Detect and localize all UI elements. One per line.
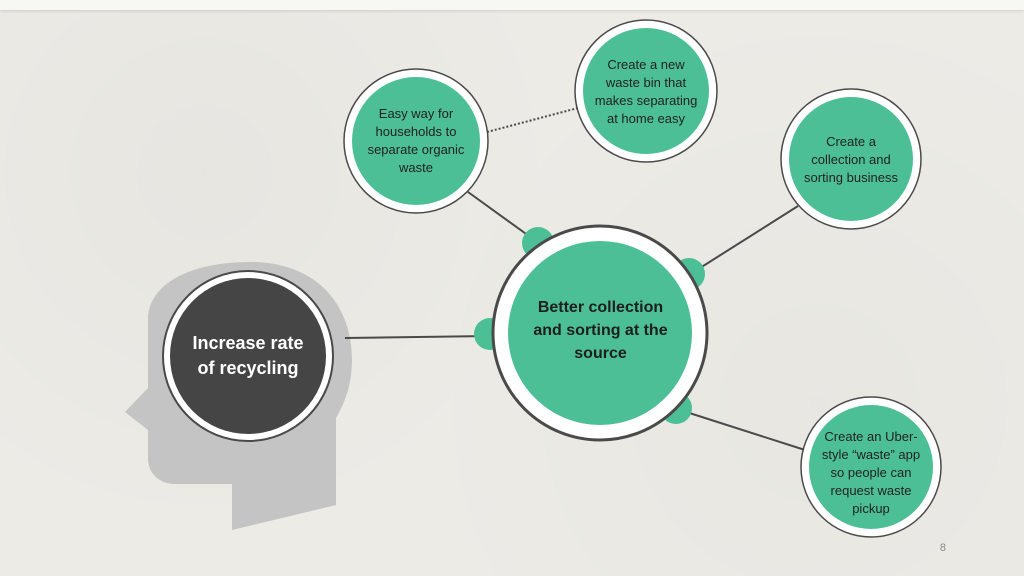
head-label: Increase rate of recycling (192, 333, 304, 378)
connector-head-center (344, 335, 491, 339)
node-newbin-circle (583, 28, 709, 154)
connector-center-uber (679, 409, 806, 451)
node-organic-label: Easy way for households to separate orga… (367, 106, 465, 175)
slide-top-edge (0, 0, 1024, 10)
node-organic-circle (352, 77, 480, 205)
connector-organic-newbin (486, 107, 579, 133)
node-uber-label: Create an Uber-style “waste” app so peop… (821, 429, 921, 516)
center-label: Better collection and sorting at the sou… (533, 298, 668, 362)
connector-center-business (699, 205, 799, 269)
node-newbin-label: Create a new waste bin that makes separa… (594, 57, 698, 126)
center-circle (508, 241, 692, 425)
page-number: 8 (939, 542, 946, 554)
node-business-label: Create a collection and sorting business (804, 134, 898, 185)
node-uber-circle (809, 405, 933, 529)
head-circle (170, 278, 326, 434)
node-business-circle (789, 97, 913, 221)
